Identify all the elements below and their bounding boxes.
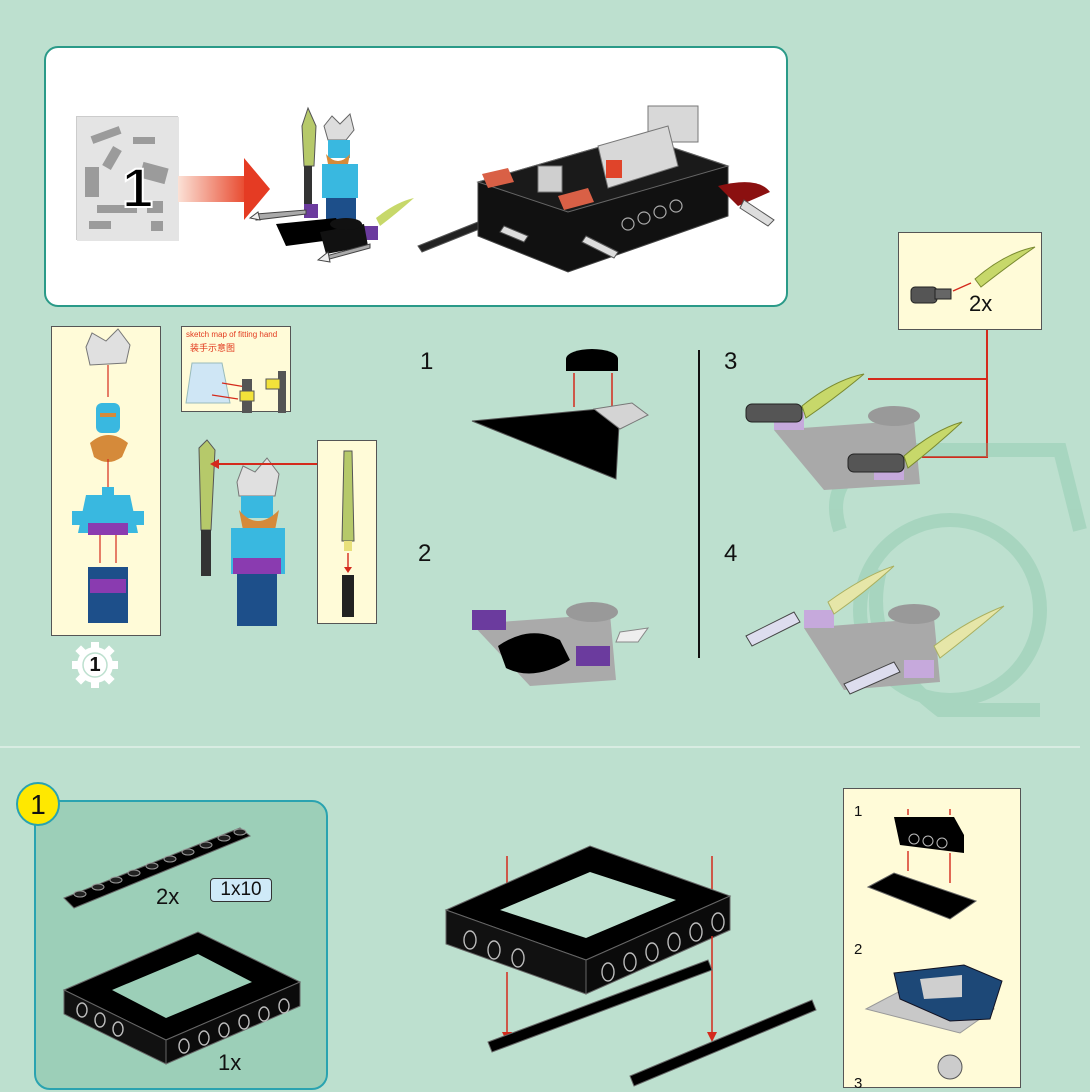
overview-panel: 1: [44, 46, 788, 307]
arrow-head-icon: [244, 158, 270, 220]
substep-number: 3: [724, 348, 738, 375]
substep-divider: [698, 350, 700, 658]
substep-number: 4: [724, 540, 738, 567]
assembled-vehicle-image: [417, 105, 775, 273]
parts-bag-image: [76, 116, 179, 241]
part-plate-1x10-image: [63, 827, 251, 909]
side-substep-number: 3: [854, 1075, 863, 1092]
sword-arrow-line: [214, 463, 317, 465]
callout-arrow-line: [922, 456, 987, 458]
substep-3-diagram: [745, 373, 963, 490]
substep-2-diagram: [472, 602, 650, 686]
substep-side-box: 1 2 3: [843, 788, 1021, 1092]
callout-connector-line: [986, 330, 988, 458]
side-substep-3-diagram: [937, 1054, 963, 1080]
minifig-parts-box: [51, 326, 161, 636]
part-quantity: 2x: [156, 884, 180, 909]
callout-2x-box: 2x: [898, 232, 1042, 330]
minifig-exploded-view: [72, 328, 144, 623]
sword-parts-box: [317, 440, 377, 624]
callout-arrow-line: [868, 378, 987, 380]
quantity-label: 2x: [969, 291, 993, 316]
arrow-right-icon: [178, 176, 246, 202]
sketch-title-cn: 装手示意图: [190, 343, 236, 353]
sword-exploded-view: [341, 450, 355, 617]
step-number-badge: 1: [16, 782, 60, 826]
side-substep-1-diagram: [866, 809, 978, 920]
gear-icon: 1: [70, 640, 120, 690]
step-1-build-diagram: [444, 845, 817, 1087]
page-divider: [0, 746, 1080, 748]
substep-number: 2: [418, 540, 432, 567]
side-substep-number: 2: [854, 941, 863, 958]
arrow-left-icon: [210, 459, 219, 469]
hand-fitting-diagram: [185, 362, 286, 413]
substep-1-diagram: [471, 349, 649, 480]
minifig-complete-image: [198, 439, 285, 626]
bag-number: 1: [121, 156, 154, 219]
part-quantity: 1x: [218, 1050, 242, 1075]
part-size-callout: 1x10: [210, 878, 272, 902]
side-substep-2-diagram: [864, 964, 1003, 1034]
substep-number: 1: [420, 348, 434, 375]
minifig-with-vehicle-image: [248, 106, 414, 263]
sketch-title: sketch map of fitting hand: [186, 330, 278, 339]
gear-badge-number: 1: [89, 654, 101, 676]
substep-4-diagram: [745, 565, 1005, 695]
part-technic-frame-image: [62, 931, 302, 1065]
side-substep-number: 1: [854, 803, 863, 820]
sketch-fitting-hand-box: sketch map of fitting hand 装手示意图: [181, 326, 291, 413]
blaster-flame-diagram: [910, 246, 1036, 304]
